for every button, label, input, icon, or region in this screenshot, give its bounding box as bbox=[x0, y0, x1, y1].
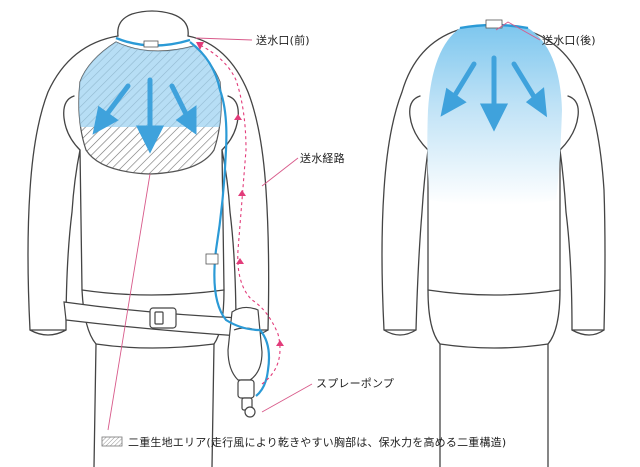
tube-clip bbox=[205, 253, 219, 265]
legend-text: 二重生地エリア(走行風により乾きやすい胸部は、保水力を高める二重構造) bbox=[128, 436, 507, 449]
leader-water-route bbox=[261, 157, 299, 187]
label-spray-pump: スプレーポンプ bbox=[316, 377, 395, 390]
belt bbox=[63, 301, 241, 337]
water-tube bbox=[189, 41, 271, 397]
label-back-outlet: 送水口(後) bbox=[542, 34, 596, 47]
leader-spray-pump bbox=[261, 383, 313, 413]
back-airflow-arrows bbox=[440, 55, 548, 132]
leader-front-outlet bbox=[195, 37, 253, 41]
front-airflow-arrows bbox=[92, 77, 197, 154]
water-route-arrows bbox=[196, 42, 284, 385]
back-figure bbox=[381, 24, 606, 467]
front-collar-tag bbox=[143, 40, 159, 48]
leader-lines bbox=[107, 21, 541, 431]
label-water-route: 送水経路 bbox=[300, 152, 345, 165]
leader-back-outlet bbox=[495, 21, 541, 41]
back-collar-tag bbox=[485, 19, 503, 29]
label-front-outlet: 送水口(前) bbox=[256, 34, 310, 47]
leader-double-fabric bbox=[107, 173, 151, 431]
legend-swatch bbox=[101, 436, 123, 447]
front-neck bbox=[117, 10, 189, 37]
